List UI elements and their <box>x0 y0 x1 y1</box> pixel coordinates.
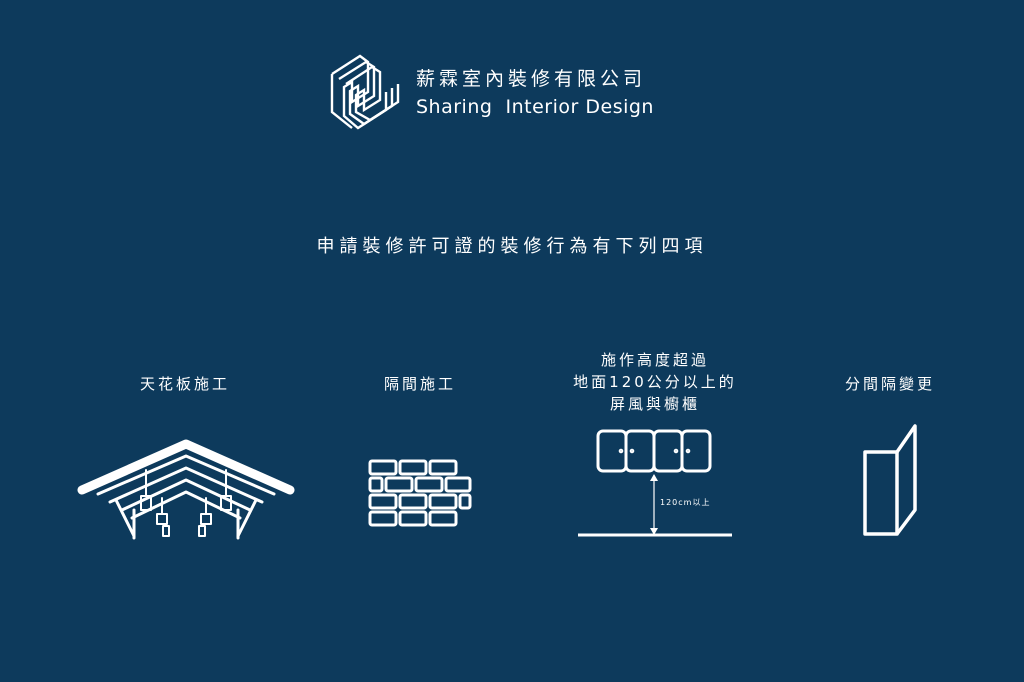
logo-mark-icon <box>330 54 400 130</box>
item-title-partition: 隔間施工 <box>383 375 456 393</box>
partition-icon <box>863 424 917 536</box>
item-title-cabinet-line-3: 屏風與櫥櫃 <box>609 395 700 413</box>
headline: 申請裝修許可證的裝修行為有下列四項 <box>316 236 708 257</box>
brand-name-chinese: 薪霖室內裝修有限公司 <box>416 68 647 90</box>
item-title-ceiling: 天花板施工 <box>139 375 230 393</box>
item-title-cabinet-line-2: 地面120公分以上的 <box>573 373 737 391</box>
item-title-cabinet: 施作高度超過 地面120公分以上的 屏風與櫥櫃 <box>555 349 755 415</box>
brick-wall-icon <box>368 459 472 527</box>
cabinet-icon <box>578 429 732 537</box>
brand-logo: 薪霖室內裝修有限公司 Sharing Interior Design <box>328 52 668 132</box>
measure-label: 120cm以上 <box>660 498 711 507</box>
item-title-partition-change: 分間隔變更 <box>844 375 935 393</box>
ceiling-icon <box>77 439 295 540</box>
brand-name-english: Sharing Interior Design <box>416 96 654 118</box>
item-title-cabinet-line-1: 施作高度超過 <box>600 351 709 369</box>
